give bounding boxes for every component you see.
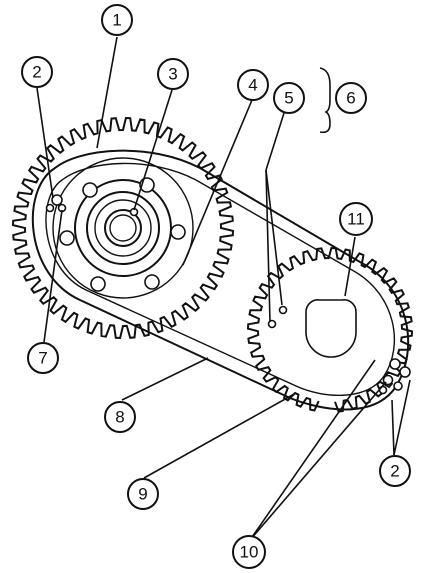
svg-text:9: 9 [138, 485, 147, 504]
svg-text:8: 8 [115, 408, 124, 427]
callout-9: 9 [127, 478, 159, 510]
svg-text:3: 3 [168, 65, 177, 84]
callout-7: 7 [27, 342, 59, 374]
callout-5: 5 [273, 82, 305, 114]
svg-text:11: 11 [347, 210, 365, 229]
callout-2-right: 2 [379, 455, 411, 487]
callout-3: 3 [157, 58, 189, 90]
callout-8: 8 [104, 401, 136, 433]
callout-10: 10 [232, 535, 266, 569]
callout-6: 6 [335, 82, 367, 114]
svg-text:6: 6 [346, 89, 355, 108]
keyway-hole [305, 299, 357, 358]
svg-text:2: 2 [390, 462, 399, 481]
timing-mark-dot [51, 194, 63, 206]
callout-1: 1 [101, 4, 133, 36]
svg-text:2: 2 [32, 63, 41, 82]
callout-11: 11 [339, 202, 373, 236]
svg-text:7: 7 [38, 349, 47, 368]
svg-text:10: 10 [240, 543, 259, 562]
callout-2-left: 2 [21, 56, 53, 88]
svg-text:1: 1 [112, 11, 121, 30]
svg-text:4: 4 [248, 76, 257, 95]
chain-timing-marks [378, 358, 411, 395]
cam-sprocket [246, 246, 414, 413]
leader-lines [36, 36, 411, 541]
callout-4: 4 [237, 69, 269, 101]
svg-text:5: 5 [284, 89, 293, 108]
crank-sprocket [11, 116, 235, 340]
hub-bolt-holes [59, 177, 186, 292]
